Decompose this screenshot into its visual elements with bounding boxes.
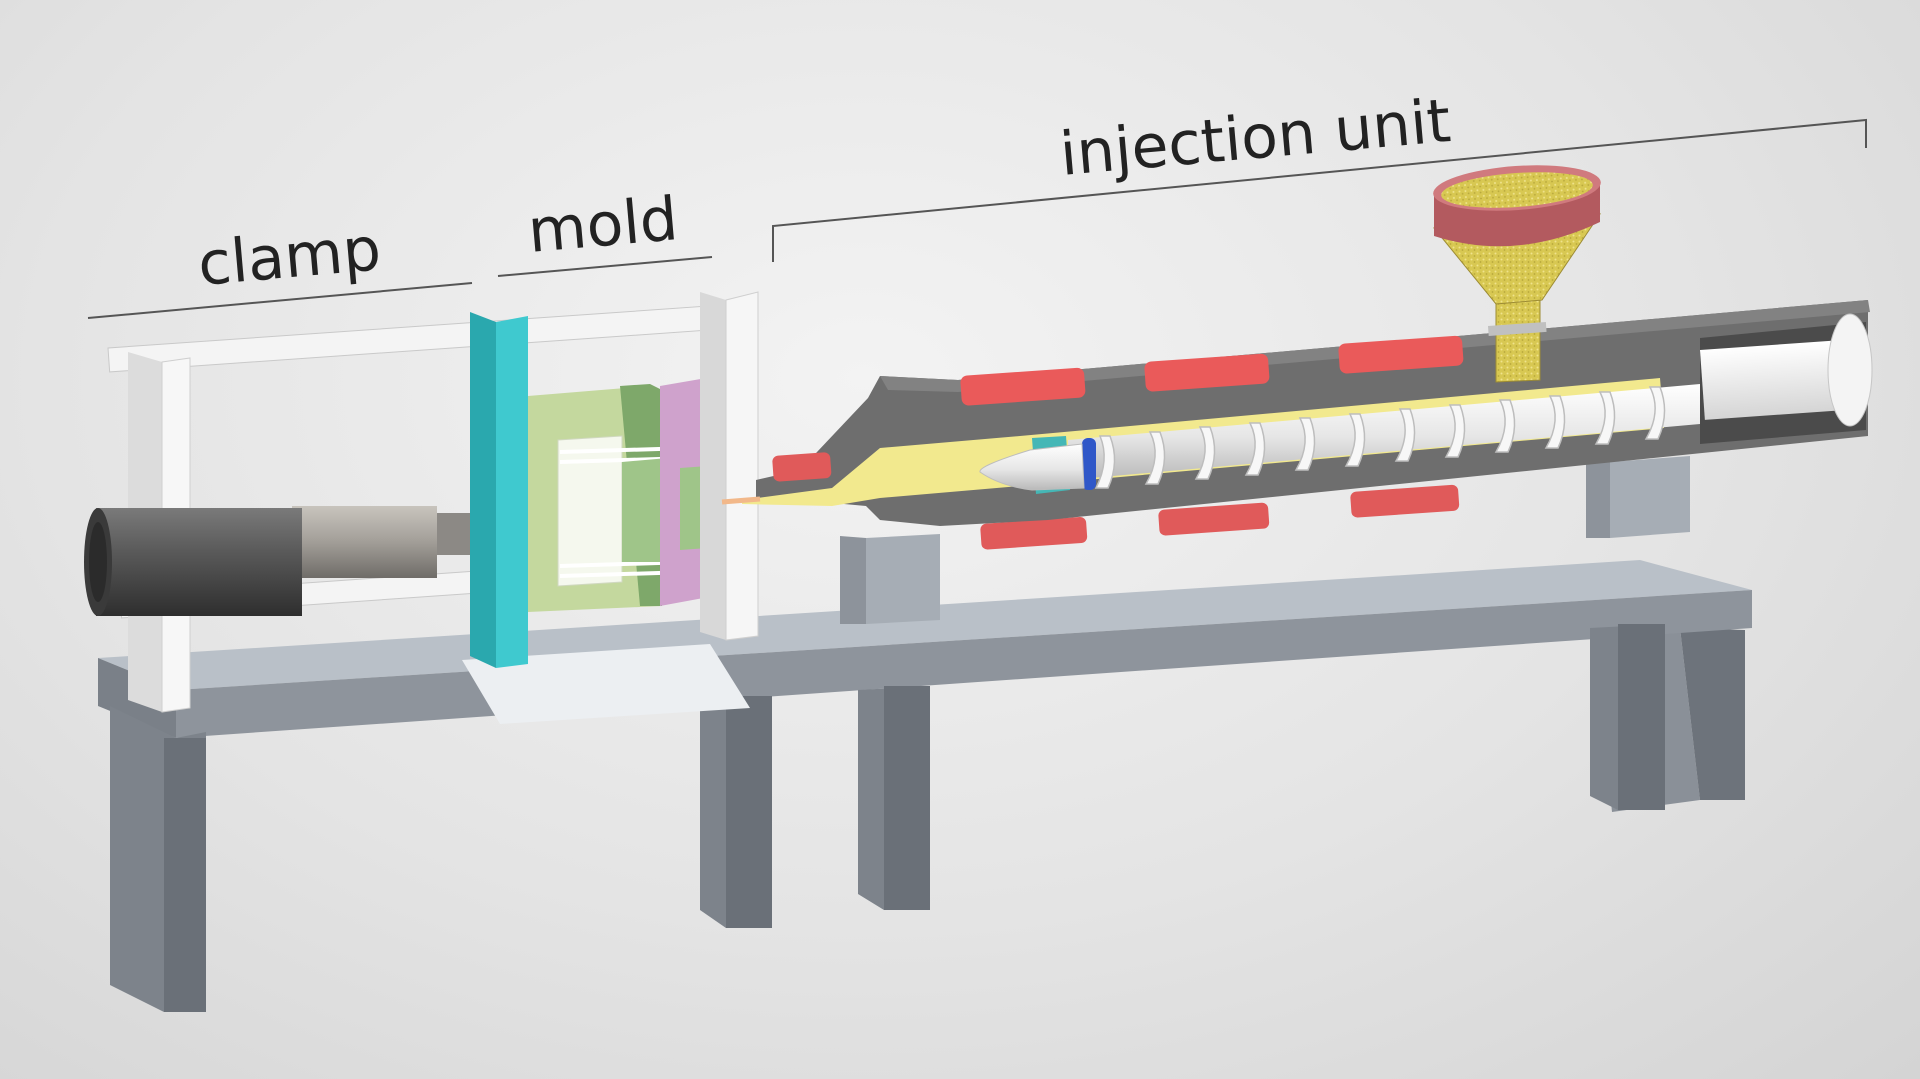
barrel-support-rear (1610, 456, 1690, 538)
injection-piston-rod (1699, 339, 1855, 420)
moving-platen (470, 312, 496, 668)
label-injection-unit-group: injection unit (772, 86, 1867, 262)
clamp-ram-sleeve (292, 506, 437, 578)
hopper-collar (1488, 321, 1547, 336)
tie-bar-top (107, 305, 709, 373)
heater-band-lower-2 (1158, 502, 1270, 536)
injection-piston-face (1827, 313, 1873, 427)
stationary-platen (700, 292, 726, 640)
mold (528, 291, 759, 641)
barrel-support-front (866, 534, 940, 624)
heater-band-lower-1 (980, 517, 1088, 550)
heater-band-upper-2 (1144, 353, 1270, 392)
hopper-throat (1495, 299, 1541, 383)
injection-unit-bracket-line (772, 118, 1867, 262)
heater-band-lower-3 (1350, 484, 1460, 518)
clamp-bracket-line (87, 282, 473, 319)
injection-unit (721, 165, 1873, 624)
mold-label: mold (525, 184, 680, 267)
heater-band-upper-3 (1338, 335, 1464, 374)
screw-shaft (1068, 384, 1700, 480)
label-clamp-group: clamp (87, 214, 473, 319)
clamp-cylinder (96, 508, 302, 616)
screw-tip (979, 443, 1085, 491)
screw-seal-ring (1082, 438, 1096, 490)
screw-flights (1094, 386, 1666, 489)
clamp-label: clamp (195, 214, 383, 300)
machine-bed (98, 560, 1752, 1012)
nozzle-heater (772, 452, 832, 482)
mold-bracket-line (497, 256, 713, 277)
label-mold-group: mold (497, 184, 713, 277)
heater-band-upper-1 (960, 367, 1086, 406)
injection-unit-label: injection unit (1057, 86, 1453, 190)
